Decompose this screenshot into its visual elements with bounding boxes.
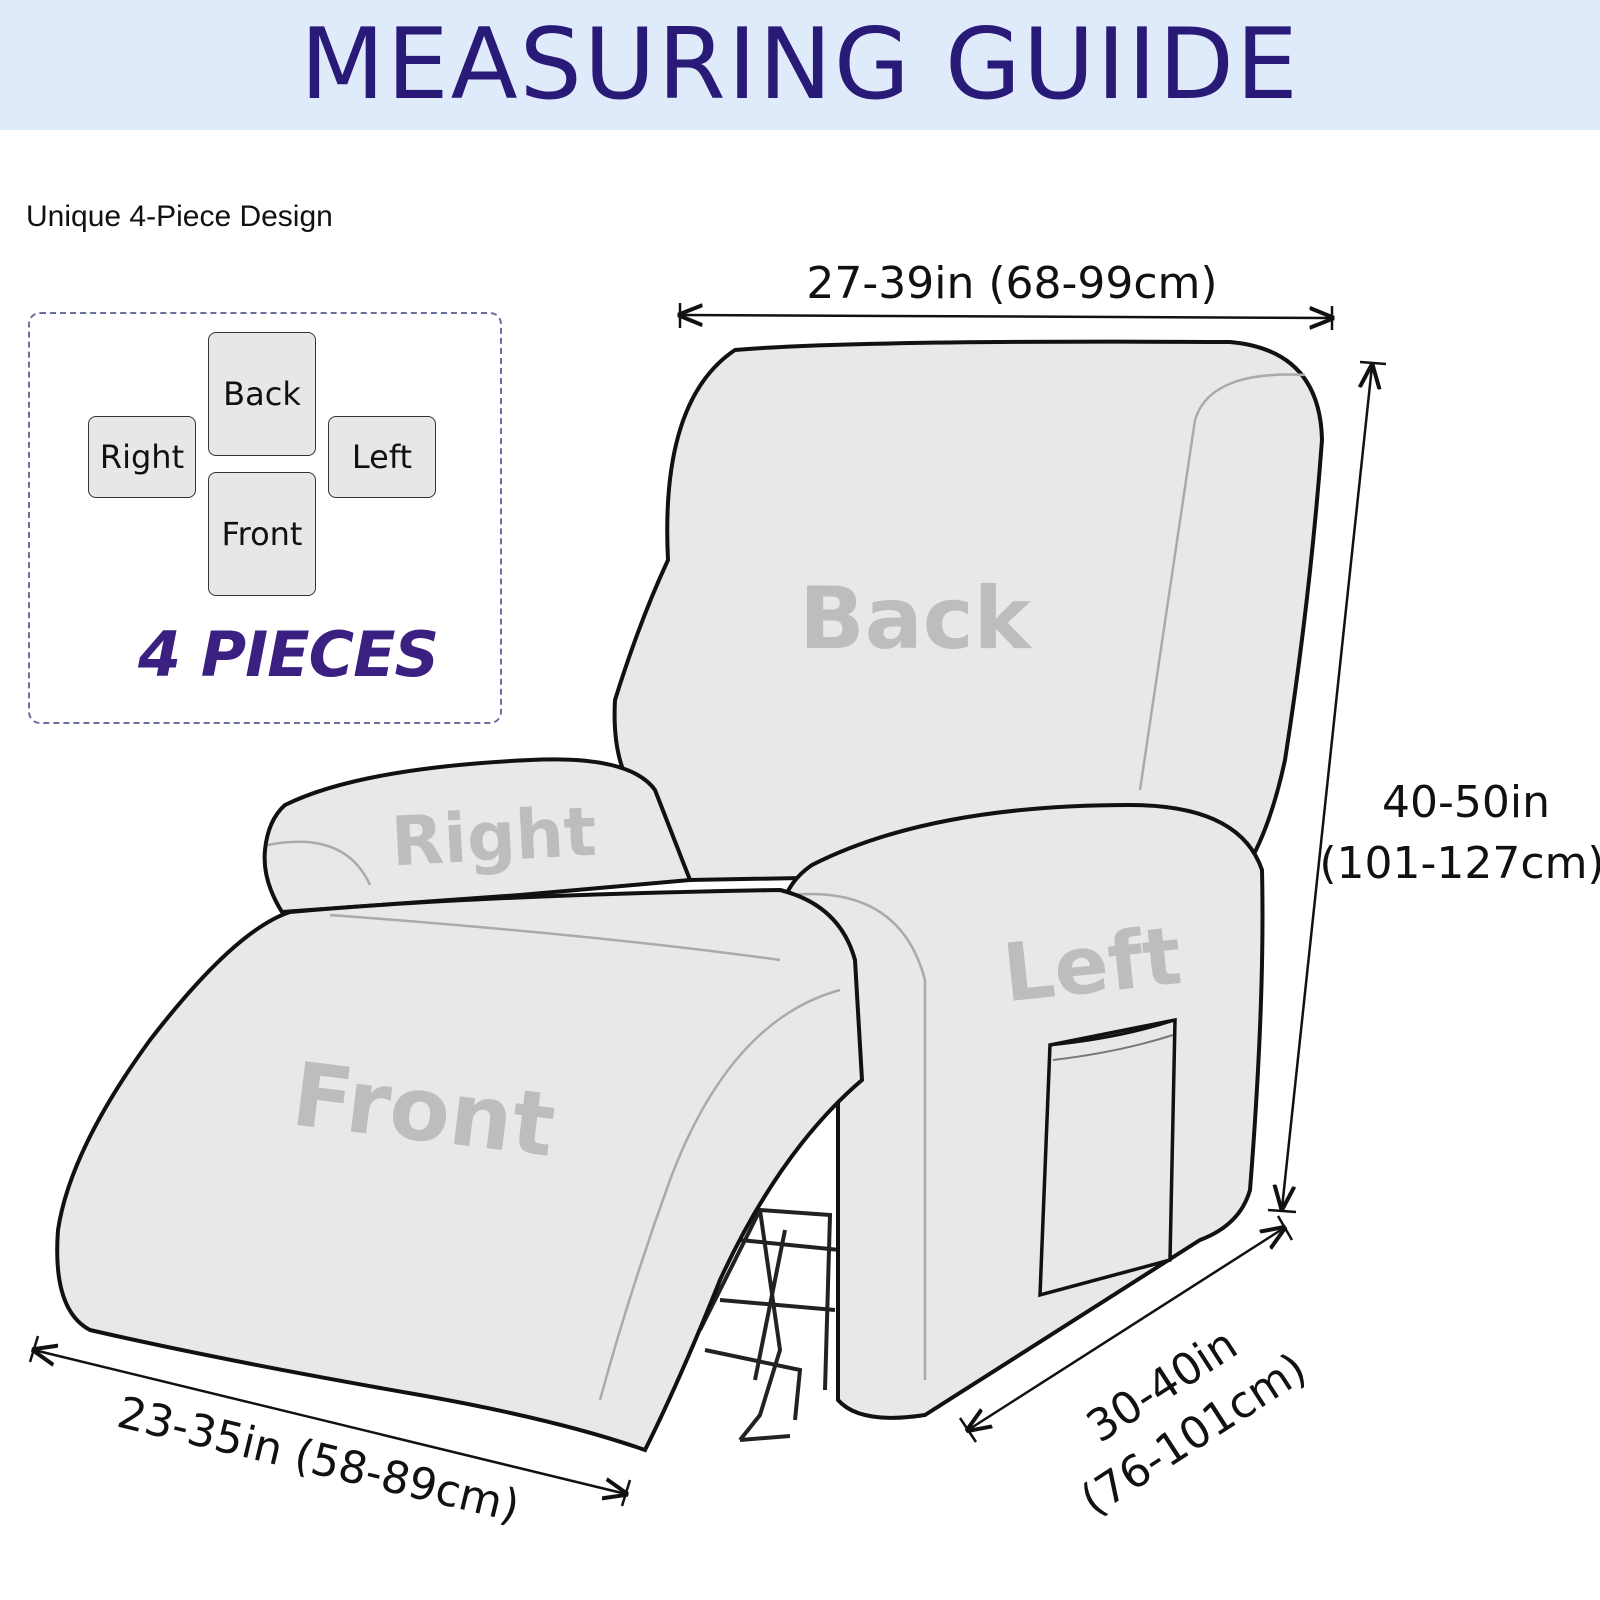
chair-label-back: Back (799, 569, 1033, 669)
tile-left: Left (328, 416, 436, 498)
chair-left-arm-piece (777, 802, 1265, 1420)
depth-dimension-line (968, 1228, 1284, 1430)
height-dimension-line (1282, 366, 1372, 1208)
footrest-dimension-line (34, 1350, 626, 1494)
side-pocket (1038, 1017, 1177, 1298)
chair-label-left: Left (999, 909, 1186, 1020)
height-inches-label: 40-50in (1382, 777, 1550, 828)
tile-front: Front (208, 472, 316, 596)
tile-right: Right (88, 416, 196, 498)
pieces-legend-box: Back Right Left Front (28, 312, 502, 724)
page-title: MEASURING GUIIDE (300, 8, 1300, 122)
tile-back: Back (208, 332, 316, 456)
recliner-mechanism (698, 1207, 841, 1442)
chair-right-arm-piece (262, 757, 693, 915)
top-width-label: 27-39in (68-99cm) (806, 258, 1217, 309)
top-width-dimension-line (680, 315, 1332, 318)
header-banner: MEASURING GUIIDE (0, 0, 1600, 130)
chair-label-right: Right (389, 793, 598, 883)
height-cm-label: (101-127cm) (1319, 838, 1600, 889)
chair-front-piece (55, 887, 865, 1453)
pieces-count-label: 4 PIECES (138, 618, 439, 691)
design-subtitle: Unique 4-Piece Design (26, 200, 333, 233)
footrest-length-label: 23-35in (58-89cm) (113, 1387, 525, 1533)
